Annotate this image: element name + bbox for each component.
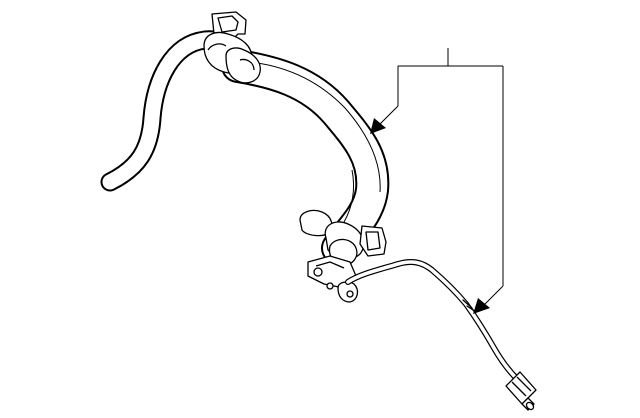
- mounting-bracket: [307, 225, 387, 303]
- hose-clamp: [203, 11, 261, 84]
- callout-arrow-wire: [473, 298, 490, 314]
- sensor-plug: [505, 371, 537, 411]
- sensor-wire: [345, 259, 521, 383]
- callout-leader: [375, 48, 504, 309]
- callout-arrow-hose: [370, 118, 386, 134]
